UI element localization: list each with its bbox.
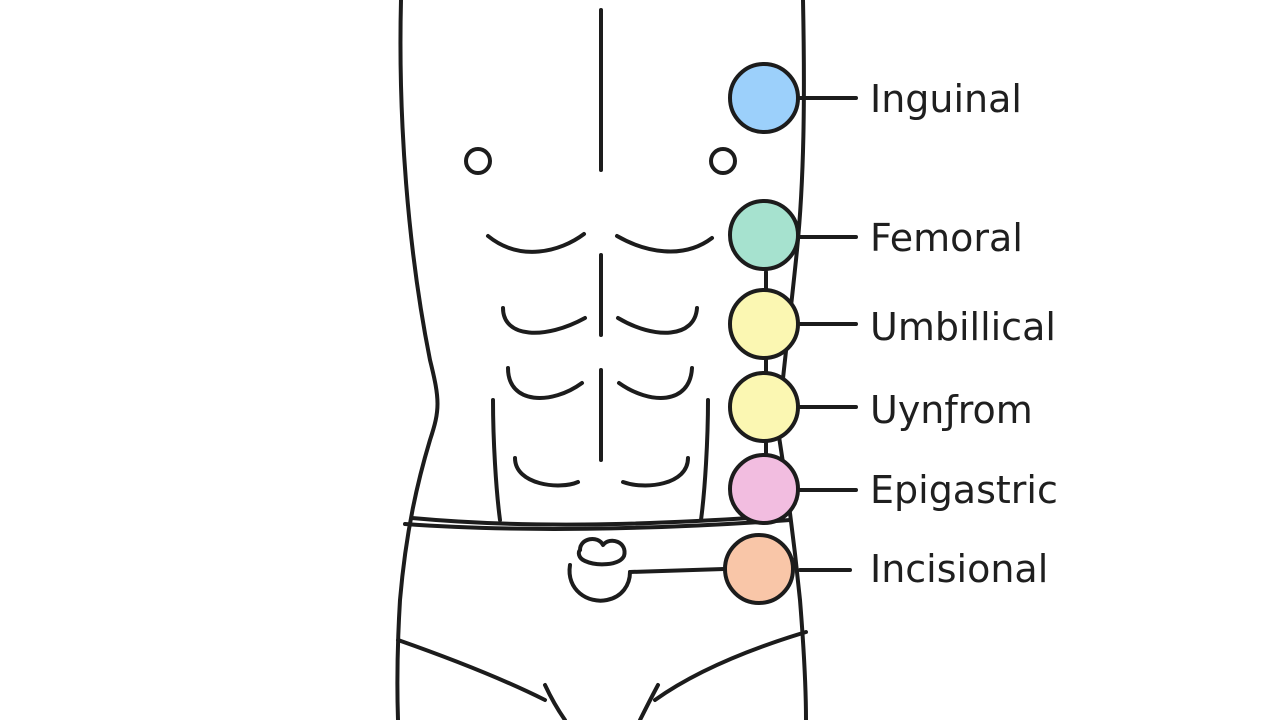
pec-right-curve <box>615 234 714 254</box>
leader-line-navel <box>628 567 726 574</box>
label-uynfrom: Uynƒrom <box>870 388 1033 432</box>
abdominal-muscles <box>486 232 714 522</box>
leg-line-left <box>396 638 547 702</box>
navel-icon <box>576 537 627 567</box>
hernia-labels: Inguinal Femoral Umbillical Uynƒrom Epig… <box>870 77 1058 591</box>
marker-inguinal <box>728 62 800 134</box>
ab-left-outline <box>491 398 502 522</box>
waistband-underline <box>403 518 792 531</box>
ab-row1-right <box>616 306 699 335</box>
crotch-left <box>543 683 567 720</box>
right-nipple <box>709 147 737 175</box>
marker-incisional <box>723 533 795 605</box>
ab-row2-left <box>506 366 584 400</box>
hernia-markers <box>723 62 800 605</box>
ab-row3-right <box>621 456 690 488</box>
ab-right-outline <box>699 398 710 522</box>
ab-row2-right <box>617 366 694 400</box>
navel-lower-curve <box>567 563 632 603</box>
marker-epigastric <box>728 453 800 525</box>
label-umbillical: Umbillical <box>870 305 1056 349</box>
marker-uynfrom <box>728 371 800 443</box>
ab-row3-left <box>513 456 580 488</box>
pec-left-curve <box>486 232 586 254</box>
label-inguinal: Inguinal <box>870 77 1022 121</box>
underwear <box>396 514 808 720</box>
label-femoral: Femoral <box>870 216 1023 260</box>
torso-left-edge <box>395 0 440 720</box>
marker-umbillical <box>728 288 800 360</box>
label-epigastric: Epigastric <box>870 468 1058 512</box>
left-nipple <box>464 147 492 175</box>
marker-femoral <box>728 199 800 271</box>
leg-line-right <box>653 630 808 702</box>
ab-row1-left <box>501 306 587 335</box>
nipples <box>464 147 737 175</box>
crotch-right <box>638 683 660 720</box>
label-incisional: Incisional <box>870 547 1048 591</box>
umbilicus <box>567 537 632 603</box>
waistband <box>410 514 782 527</box>
